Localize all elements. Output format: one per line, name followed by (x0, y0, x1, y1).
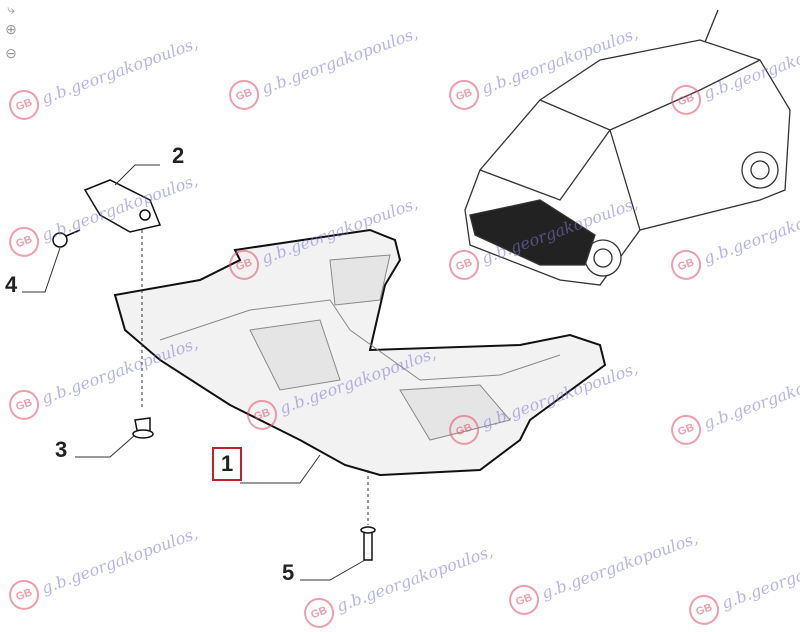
bolt-part (52, 229, 81, 248)
fit-page-icon[interactable]: ⤷ (7, 1, 15, 17)
zoom-out-icon[interactable]: ⊖ (5, 45, 17, 61)
bracket-part (83, 179, 162, 233)
leader-lines (22, 164, 369, 581)
callout-5[interactable]: 5 (282, 560, 295, 585)
car-illustration (464, 9, 791, 286)
clip-part (132, 417, 154, 439)
zoom-in-icon[interactable]: ⊕ (5, 21, 17, 37)
callout-1[interactable]: 1 (212, 447, 243, 481)
underbody-shield (113, 228, 607, 477)
callout-2[interactable]: 2 (172, 143, 185, 168)
callout-4[interactable]: 4 (5, 272, 18, 297)
screw-part (360, 526, 376, 561)
callout-3[interactable]: 3 (55, 437, 68, 462)
